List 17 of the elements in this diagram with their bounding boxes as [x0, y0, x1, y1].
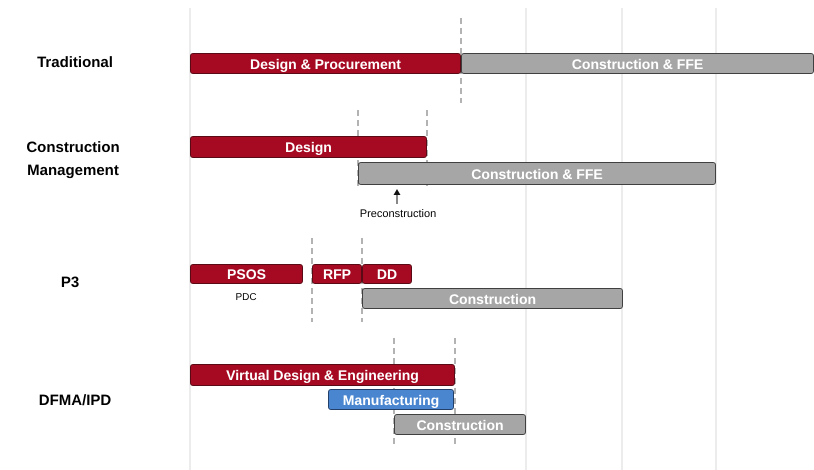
phase-bar: Construction: [394, 414, 526, 435]
phase-bar: PSOS: [190, 264, 303, 284]
phase-bar: Manufacturing: [328, 389, 454, 410]
row-label: Traditional: [36, 53, 114, 73]
phase-bar: Construction & FFE: [461, 53, 814, 74]
row-label: Preconstruction: [358, 207, 438, 222]
phase-bar: Construction & FFE: [358, 162, 716, 185]
phase-bar: Construction: [362, 288, 623, 309]
phase-bar: Design & Procurement: [190, 53, 461, 74]
phase-bar: DD: [362, 264, 412, 284]
row-label: Construction Management: [25, 138, 121, 181]
phase-bar: RFP: [312, 264, 362, 284]
row-label: DFMA/IPD: [38, 391, 112, 411]
phase-bar: Virtual Design & Engineering: [190, 364, 455, 386]
phase-bar: Design: [190, 136, 427, 158]
row-label: P3: [60, 273, 80, 293]
row-label: PDC: [234, 291, 258, 305]
